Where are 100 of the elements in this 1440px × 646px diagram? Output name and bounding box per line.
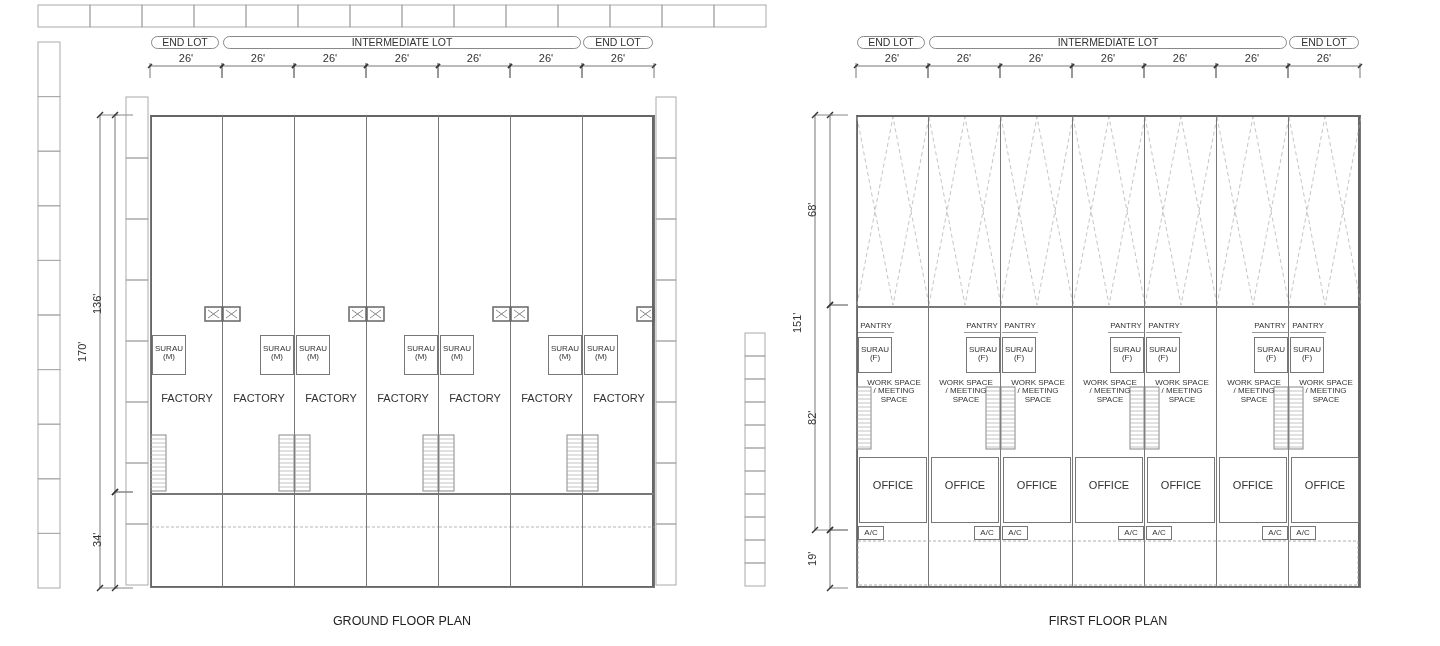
room-label: FACTORY	[592, 393, 646, 405]
factory-unit	[582, 115, 655, 588]
room-label: SURAU (F)	[1256, 346, 1286, 363]
room-label: PANTRY	[1147, 322, 1181, 331]
room-label: A/C	[1007, 529, 1023, 538]
room-label: WORK SPACE / MEETING SPACE	[1154, 379, 1210, 405]
dimension-label: 68'	[807, 201, 819, 219]
office-room	[1219, 457, 1287, 523]
dimension-label: 26'	[465, 53, 483, 65]
room-label: WORK SPACE / MEETING SPACE	[1010, 379, 1066, 405]
ac-ledge	[1262, 526, 1288, 540]
room-label: OFFICE	[1231, 480, 1275, 492]
dimension-label: 34'	[92, 531, 104, 549]
dimension-label: 26'	[1315, 53, 1333, 65]
room-label: SURAU (F)	[968, 346, 998, 363]
plan-caption: GROUND FLOOR PLAN	[331, 615, 473, 629]
room-label: SURAU (M)	[406, 345, 436, 362]
office-room	[1147, 457, 1215, 523]
room-label: PANTRY	[1109, 322, 1143, 331]
room-label: SURAU (M)	[154, 345, 184, 362]
room-label: SURAU (M)	[442, 345, 472, 362]
room-label: A/C	[979, 529, 995, 538]
dimension-label: 26'	[1027, 53, 1045, 65]
room-label: WORK SPACE / MEETING SPACE	[1082, 379, 1138, 405]
prayer-room	[1002, 337, 1036, 373]
dimension-label: 26'	[609, 53, 627, 65]
room-label: OFFICE	[871, 480, 915, 492]
dimension-label: 26'	[249, 53, 267, 65]
room-label: WORK SPACE / MEETING SPACE	[1298, 379, 1354, 405]
prayer-room	[152, 335, 186, 375]
dimension-label: 26'	[1171, 53, 1189, 65]
office-room	[1075, 457, 1143, 523]
prayer-room	[858, 337, 892, 373]
prayer-room	[1254, 337, 1288, 373]
office-room	[1003, 457, 1071, 523]
ac-ledge	[1146, 526, 1172, 540]
prayer-room	[966, 337, 1000, 373]
dimension-label: 26'	[537, 53, 555, 65]
prayer-room	[1146, 337, 1180, 373]
dimension-label: 82'	[807, 409, 819, 427]
room-label: PANTRY	[1291, 322, 1325, 331]
office-room	[859, 457, 927, 523]
dimension-label: 151'	[792, 311, 804, 335]
room-label: FACTORY	[304, 393, 358, 405]
dimension-label: 26'	[1243, 53, 1261, 65]
dimension-label: 26'	[1099, 53, 1117, 65]
office-unit	[1216, 115, 1289, 588]
room-label: SURAU (M)	[262, 345, 292, 362]
prayer-room	[260, 335, 294, 375]
room-label: A/C	[1151, 529, 1167, 538]
room-label: A/C	[1267, 529, 1283, 538]
factory-unit	[150, 115, 223, 588]
prayer-room	[584, 335, 618, 375]
room-label: WORK SPACE / MEETING SPACE	[938, 379, 994, 405]
ac-ledge	[974, 526, 1000, 540]
room-label: FACTORY	[160, 393, 214, 405]
room-label: OFFICE	[1159, 480, 1203, 492]
room-label: SURAU (F)	[860, 346, 890, 363]
ac-ledge	[1002, 526, 1028, 540]
dimension-label: 26'	[883, 53, 901, 65]
room-label: WORK SPACE / MEETING SPACE	[866, 379, 922, 405]
room-label: SURAU (F)	[1292, 346, 1322, 363]
office-unit	[1144, 115, 1217, 588]
room-label: FACTORY	[520, 393, 574, 405]
prayer-room	[1110, 337, 1144, 373]
dimension-label: 26'	[393, 53, 411, 65]
office-unit	[1000, 115, 1073, 588]
room-label: FACTORY	[376, 393, 430, 405]
room-label: SURAU (M)	[298, 345, 328, 362]
dimension-label: 26'	[177, 53, 195, 65]
room-label: SURAU (F)	[1148, 346, 1178, 363]
room-label: FACTORY	[448, 393, 502, 405]
prayer-room	[404, 335, 438, 375]
room-label: WORK SPACE / MEETING SPACE	[1226, 379, 1282, 405]
room-label: SURAU (F)	[1004, 346, 1034, 363]
room-label: OFFICE	[943, 480, 987, 492]
dimension-label: 19'	[807, 550, 819, 568]
prayer-room	[296, 335, 330, 375]
room-label: A/C	[863, 529, 879, 538]
dimension-label: 136'	[92, 292, 104, 316]
room-label: PANTRY	[1003, 322, 1037, 331]
plan-caption: FIRST FLOOR PLAN	[1047, 615, 1169, 629]
ac-ledge	[1118, 526, 1144, 540]
prayer-room	[440, 335, 474, 375]
office-unit	[856, 115, 929, 588]
office-room	[1291, 457, 1359, 523]
room-label: PANTRY	[1253, 322, 1287, 331]
office-unit	[928, 115, 1001, 588]
room-label: A/C	[1123, 529, 1139, 538]
office-room	[931, 457, 999, 523]
room-label: PANTRY	[965, 322, 999, 331]
office-unit	[1072, 115, 1145, 588]
room-label: PANTRY	[859, 322, 893, 331]
dimension-label: 26'	[955, 53, 973, 65]
ac-ledge	[858, 526, 884, 540]
prayer-room	[1290, 337, 1324, 373]
room-label: FACTORY	[232, 393, 286, 405]
room-label: OFFICE	[1015, 480, 1059, 492]
room-label: OFFICE	[1087, 480, 1131, 492]
dimension-label: 26'	[321, 53, 339, 65]
